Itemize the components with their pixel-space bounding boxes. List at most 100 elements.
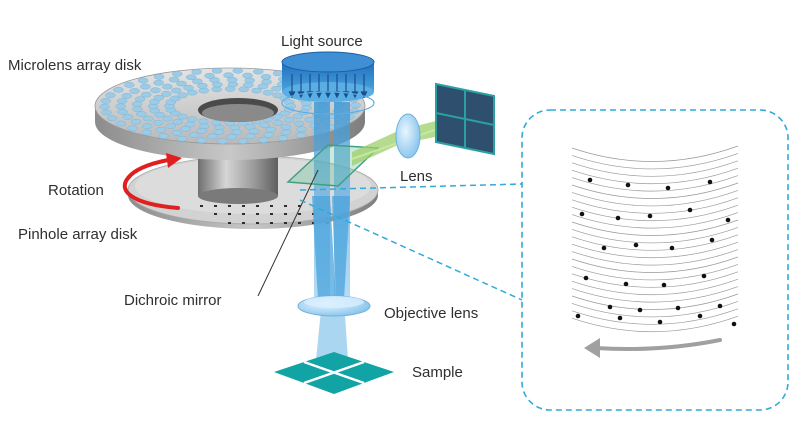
microlens	[131, 101, 143, 107]
track-arc	[571, 301, 739, 318]
label-objective-lens: Objective lens	[384, 305, 479, 322]
pinhole-dot	[583, 275, 589, 281]
relay-lens	[395, 113, 421, 159]
microlens	[141, 129, 153, 136]
pinhole	[312, 222, 315, 224]
pinhole	[242, 222, 245, 224]
pinhole-dot	[687, 207, 693, 213]
microlens	[183, 84, 194, 91]
microlens	[122, 114, 134, 120]
track-arc	[571, 175, 739, 192]
track-arc	[571, 241, 739, 259]
microlens	[171, 130, 182, 136]
microlens	[170, 95, 181, 102]
microlens	[134, 96, 146, 103]
microlens	[162, 115, 173, 122]
microlens	[272, 70, 284, 77]
pinhole	[298, 213, 301, 215]
pinhole-dot	[647, 213, 653, 219]
pinhole	[284, 213, 287, 215]
microlens	[261, 79, 272, 85]
dichroic-leader	[257, 169, 319, 297]
callout-connectors	[299, 183, 523, 301]
microlens	[242, 72, 253, 79]
track-arc	[571, 219, 739, 236]
microlens	[158, 133, 169, 139]
microlens	[121, 93, 133, 99]
microlens	[296, 126, 307, 133]
microlens	[272, 120, 284, 126]
pinhole-dot	[717, 303, 723, 309]
microlens	[143, 115, 154, 122]
microlens	[231, 129, 242, 136]
microlens	[127, 125, 138, 132]
microlens	[238, 86, 249, 93]
microlens	[259, 122, 271, 129]
pinhole-dot	[587, 177, 593, 183]
pinhole	[242, 213, 245, 215]
microlens	[271, 85, 282, 92]
zoom-callout	[521, 109, 789, 411]
microlens	[165, 123, 176, 130]
pinhole-dot	[637, 307, 643, 313]
label-light-source: Light source	[281, 33, 363, 50]
microlens	[152, 119, 164, 126]
microlens	[260, 74, 272, 80]
pinhole	[256, 213, 259, 215]
microlens	[136, 111, 147, 117]
track-arc	[571, 182, 739, 199]
microlens	[140, 83, 151, 90]
microlens	[263, 131, 275, 138]
microlens	[115, 120, 127, 127]
microlens	[279, 110, 290, 117]
pinhole	[270, 222, 273, 224]
microlens	[207, 133, 218, 140]
track-arc	[571, 271, 739, 288]
label-lens: Lens	[400, 168, 433, 185]
microlens	[176, 135, 188, 142]
pinhole-dot	[701, 273, 707, 279]
microlens	[196, 128, 207, 134]
microlens	[295, 132, 307, 139]
track-arc	[571, 286, 739, 303]
microlens	[137, 77, 149, 84]
microlens	[262, 89, 274, 96]
detector	[435, 82, 495, 156]
microlens	[272, 113, 283, 120]
microlens	[100, 98, 112, 104]
microlens	[204, 72, 215, 79]
microlens	[283, 117, 295, 123]
microlens	[292, 113, 304, 120]
microlens	[209, 77, 220, 83]
microlens	[99, 103, 110, 110]
microlens	[223, 72, 234, 79]
pinhole	[228, 222, 231, 224]
track-arc	[571, 293, 739, 310]
pinhole	[270, 213, 273, 215]
microlens	[293, 120, 305, 127]
pinhole	[270, 205, 273, 207]
label-dichroic-mirror: Dichroic mirror	[124, 292, 222, 309]
microlens	[124, 82, 135, 88]
microlens	[272, 92, 283, 99]
microlens	[153, 94, 165, 101]
microlens	[244, 77, 255, 84]
microlens	[253, 68, 264, 75]
label-rotation: Rotation	[48, 182, 104, 199]
microlens	[213, 129, 225, 135]
microlens	[251, 87, 262, 94]
microlens	[116, 98, 128, 104]
microlens	[184, 121, 196, 128]
microlens	[277, 135, 289, 141]
microlens	[280, 129, 292, 136]
label-sample: Sample	[412, 364, 463, 381]
track-arc	[571, 153, 739, 170]
microlens	[198, 87, 210, 94]
microlens	[188, 132, 200, 138]
microlens	[258, 137, 269, 143]
track-arc	[571, 197, 739, 214]
microlens	[232, 67, 244, 74]
microlens	[265, 126, 277, 133]
pinhole-dot	[615, 215, 621, 221]
microlens	[153, 73, 165, 80]
